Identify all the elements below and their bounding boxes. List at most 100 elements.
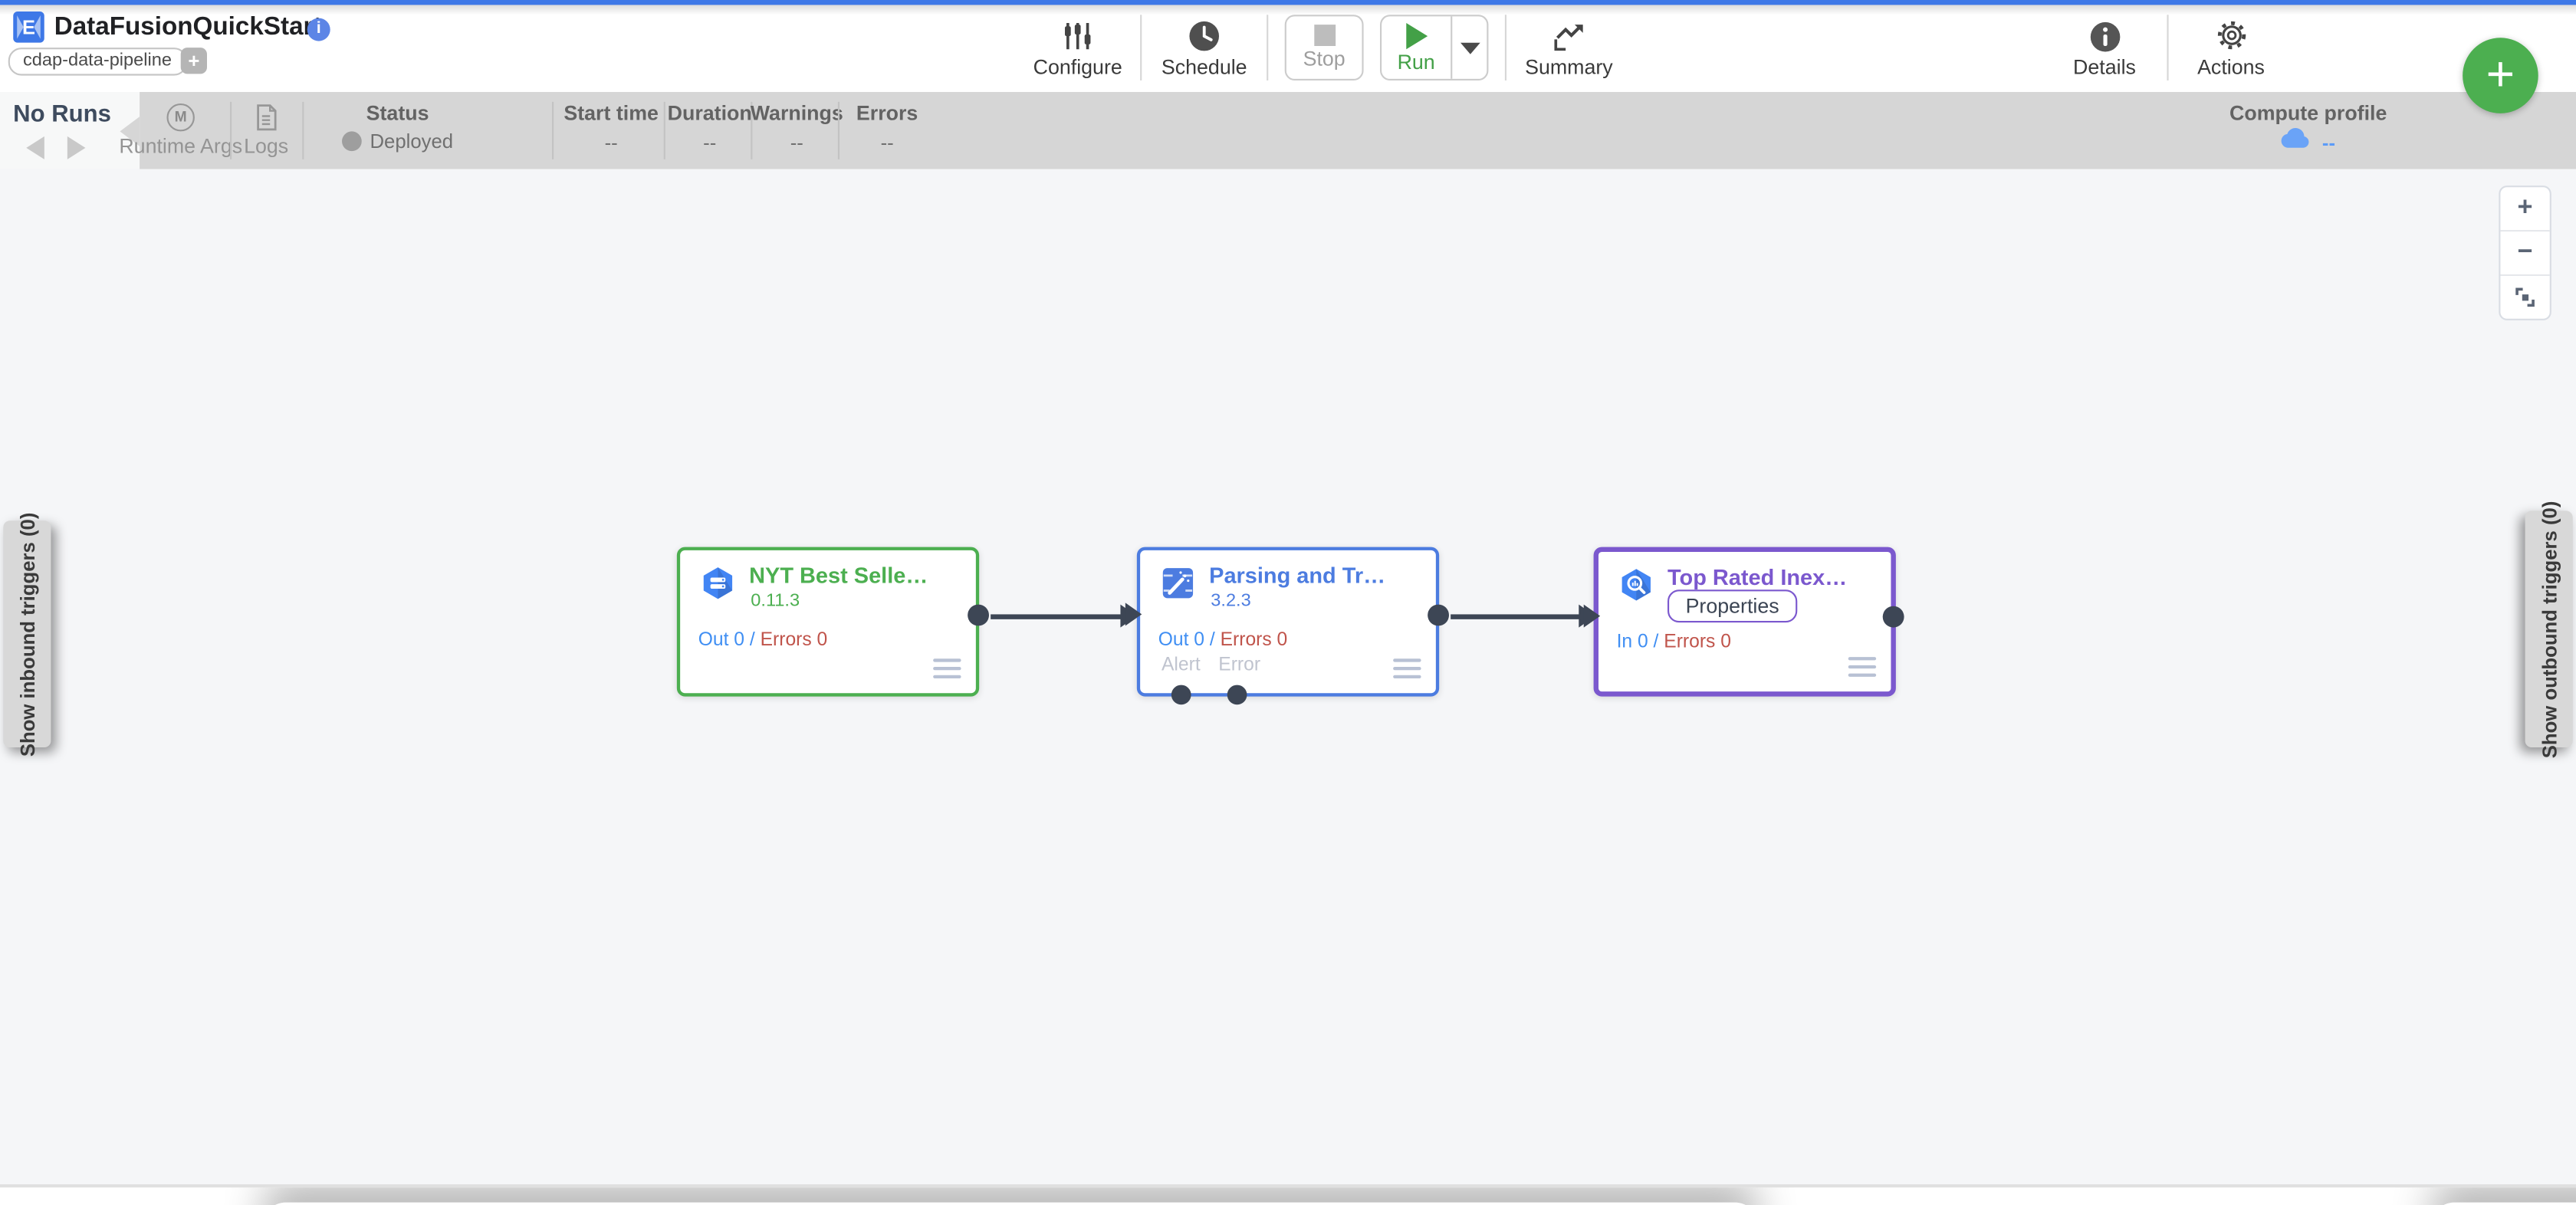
pipeline-actions-toolbar: Configure Schedule Stop (1032, 13, 1615, 82)
logs-label: Logs (244, 134, 289, 158)
node-title: Top Rated Inex… (1668, 565, 1848, 590)
run-button[interactable]: Run (1382, 16, 1451, 78)
configure-label: Configure (1033, 54, 1122, 78)
status-label: Status (366, 101, 429, 125)
bigquery-hexagon-icon (1618, 566, 1654, 602)
bottom-drawer-shadow (263, 1203, 1758, 1205)
fit-to-screen-icon (2515, 287, 2535, 307)
duration-label: Duration (667, 101, 752, 125)
runtime-args-m-icon: M (166, 102, 195, 131)
start-time-label: Start time (564, 101, 659, 125)
pipeline-title: DataFusionQuickStart (54, 13, 322, 41)
outbound-triggers-label: Show outbound triggers (0) (2537, 500, 2561, 758)
node-title: Parsing and Tr… (1209, 563, 1386, 589)
pipeline-meta-toolbar: Details Actions (2058, 13, 2277, 82)
node-port-labels: Alert Error (1162, 655, 1260, 675)
details-button[interactable]: Details (2058, 18, 2150, 78)
compute-profile-label: Compute profile (2229, 101, 2387, 125)
canvas-zoom-controls: + − (2499, 186, 2551, 320)
node-title: NYT Best Selle… (749, 563, 928, 589)
stop-button[interactable]: Stop (1284, 15, 1364, 80)
node-menu-button[interactable] (933, 658, 961, 678)
runbar-separator (230, 101, 232, 159)
previous-run-button[interactable] (26, 136, 44, 159)
output-port[interactable] (1428, 603, 1449, 625)
zoom-in-button[interactable]: + (2500, 187, 2550, 232)
status-value: Deployed (370, 130, 454, 153)
run-button-group: Run (1380, 15, 1489, 80)
summary-button[interactable]: Summary (1523, 18, 1615, 78)
logs-button[interactable]: Logs (244, 102, 288, 158)
stop-square-icon (1313, 25, 1336, 46)
alert-port[interactable] (1171, 685, 1191, 705)
inbound-triggers-label: Show inbound triggers (0) (15, 511, 39, 757)
run-options-dropdown[interactable] (1451, 16, 1487, 79)
errors-value: -- (880, 131, 894, 155)
pipeline-canvas[interactable]: + − NYT Best Selle… (0, 169, 2576, 1188)
add-entity-fab-button[interactable]: + (2463, 38, 2538, 113)
run-label: Run (1397, 50, 1435, 74)
run-info-bar: No Runs M Runtime Args Logs S (0, 92, 2576, 169)
details-label: Details (2073, 54, 2136, 78)
chevron-down-icon (1459, 41, 1480, 54)
runbar-separator (751, 101, 753, 159)
node-version: 3.2.3 (1211, 591, 1251, 612)
storage-hexagon-icon (700, 565, 736, 601)
error-port-label: Error (1218, 655, 1261, 675)
bottom-drawer-shadow (2431, 1203, 2576, 1205)
zoom-out-button[interactable]: − (2500, 231, 2550, 276)
runbar-separator (663, 101, 665, 159)
runs-pagination-tab: No Runs (0, 92, 140, 169)
configure-button[interactable]: Configure (1032, 18, 1124, 78)
add-tag-button[interactable]: + (180, 48, 207, 74)
details-info-icon (2089, 18, 2121, 52)
toolbar-separator (1267, 15, 1269, 80)
runbar-separator (837, 101, 840, 159)
compute-profile-column[interactable]: Compute profile -- (2229, 102, 2387, 158)
cdap-pipeline-logo-icon: E (13, 11, 44, 43)
outbound-triggers-tab[interactable]: Show outbound triggers (0) (2525, 501, 2573, 758)
errors-label: Errors (856, 101, 918, 125)
schedule-button[interactable]: Schedule (1158, 18, 1250, 78)
output-port[interactable] (968, 603, 989, 625)
inbound-triggers-tab[interactable]: Show inbound triggers (0) (3, 512, 51, 756)
runbar-separator (302, 101, 304, 159)
warnings-value: -- (790, 131, 803, 155)
node-menu-button[interactable] (1393, 658, 1421, 678)
top-accent-strip (0, 0, 2576, 5)
status-dot-icon (342, 131, 362, 152)
toolbar-separator (1140, 15, 1142, 80)
configure-sliders-icon (1061, 18, 1094, 52)
svg-text:E: E (22, 18, 35, 39)
actions-button[interactable]: Actions (2185, 18, 2277, 78)
edge-node2-node3 (1451, 614, 1581, 619)
node-parsing-transform[interactable]: Parsing and Tr… 3.2.3 Out 0 / Errors 0 A… (1125, 547, 1449, 705)
node-nyt-best-sellers[interactable]: NYT Best Selle… 0.11.3 Out 0 / Errors 0 (676, 547, 989, 697)
compute-profile-value: -- (2321, 130, 2336, 154)
top-strip-shadow (0, 5, 2576, 15)
cloud-icon (2281, 126, 2312, 158)
actions-gear-icon (2214, 18, 2249, 52)
next-run-button[interactable] (67, 136, 86, 159)
node-metrics: Out 0 / Errors 0 (698, 630, 828, 651)
errors-column: Errors -- (856, 102, 918, 155)
pipeline-info-icon[interactable]: i (307, 18, 330, 41)
node-metrics: In 0 / Errors 0 (1616, 632, 1731, 652)
alert-port-label: Alert (1162, 655, 1201, 675)
summary-chart-icon (1551, 18, 1587, 52)
summary-label: Summary (1525, 54, 1613, 78)
toolbar-separator (1504, 15, 1506, 80)
node-top-rated-sink[interactable]: Top Rated Inex… Properties In 0 / Errors… (1583, 547, 1904, 697)
node-menu-button[interactable] (1848, 657, 1877, 677)
error-port[interactable] (1227, 685, 1247, 705)
node-properties-button[interactable]: Properties (1668, 589, 1798, 623)
fit-to-screen-button[interactable] (2500, 276, 2549, 319)
logs-document-icon (244, 102, 288, 132)
output-port[interactable] (1882, 605, 1904, 627)
wrangler-icon (1160, 565, 1196, 601)
stop-label: Stop (1303, 48, 1346, 71)
runs-tab-notch (120, 116, 140, 146)
warnings-column: Warnings -- (751, 102, 843, 155)
runtime-args-button[interactable]: M Runtime Args (119, 102, 242, 158)
